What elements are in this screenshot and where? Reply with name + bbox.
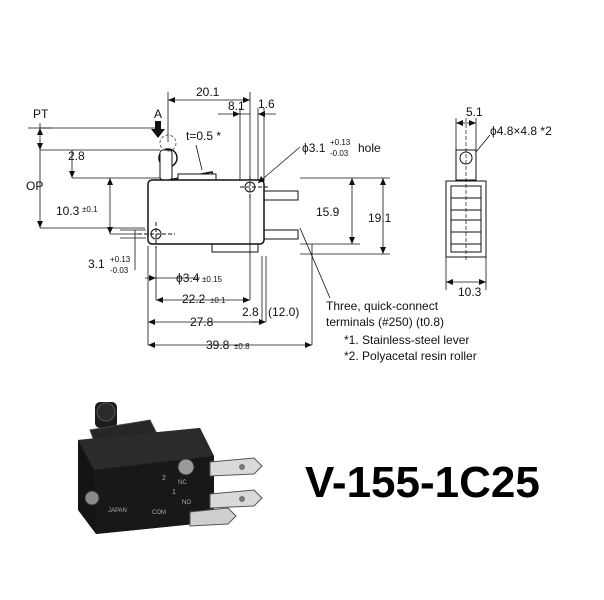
photo-mark-japan: JAPAN	[108, 508, 127, 514]
label-2-8-bottom: 2.8	[242, 305, 259, 319]
label-hole-word: hole	[358, 141, 381, 155]
side-view	[445, 118, 491, 290]
tol-10-3: ±0.1	[82, 205, 98, 214]
label-8-1: 8.1	[228, 99, 245, 113]
note-line-4: *2. Polyacetal resin roller	[344, 349, 477, 363]
label-hole-tol-plus: +0.13	[330, 138, 351, 147]
label-22-2: 22.2	[182, 292, 206, 306]
model-number: V-155-1C25	[305, 458, 540, 507]
note-line-3: *1. Stainless-steel lever	[344, 333, 469, 347]
label-27-8: 27.8	[190, 315, 214, 329]
note-line-1: Three, quick-connect	[326, 299, 439, 313]
label-a: A	[154, 107, 162, 121]
label-3-1-tol-plus: +0.13	[110, 255, 131, 264]
photo-mark-1: 1	[172, 489, 176, 496]
label-5-1: 5.1	[466, 105, 483, 119]
label-op: OP	[26, 179, 43, 193]
label-1-6: 1.6	[258, 97, 275, 111]
label-20-1: 20.1	[196, 85, 220, 99]
label-hole-tol-minus: -0.03	[330, 149, 349, 158]
tol-22-2: ±0.1	[210, 296, 226, 305]
photo-mark-nc: NC	[178, 480, 187, 486]
label-39-8: 39.8	[206, 338, 230, 352]
note-line-2: terminals (#250) (t0.8)	[326, 315, 444, 329]
label-3-1-left: 3.1	[88, 257, 105, 271]
photo-mark-no: NO	[182, 500, 191, 506]
tol-39-8: ±0.8	[234, 342, 250, 351]
label-10-3-left: 10.3	[56, 204, 80, 218]
label-hole-main: ϕ3.1	[302, 141, 326, 155]
label-pt: PT	[33, 107, 49, 121]
label-3-1-tol-minus: -0.03	[110, 266, 129, 275]
label-4-8: ϕ4.8×4.8 *2	[490, 124, 552, 138]
label-t: t=0.5 *	[186, 129, 221, 143]
dimension-text: PT OP A t=0.5 * 20.1 8.1 1.6 2.8 10.3 ±0…	[26, 85, 477, 363]
arrowheads	[37, 97, 386, 348]
side-view-text: 5.1 ϕ4.8×4.8 *2 10.3	[458, 105, 552, 299]
tol-3-4: ±0.15	[202, 275, 223, 284]
photo-mark-2: 2	[162, 475, 166, 482]
photo-mark-com: COM	[152, 510, 166, 516]
label-10-3-side: 10.3	[458, 285, 482, 299]
label-3-4: ϕ3.4	[176, 271, 200, 285]
label-2-8-top: 2.8	[68, 149, 85, 163]
dimension-lines	[28, 92, 390, 346]
switch-photo: 2 1 NC NO COM JAPAN	[78, 402, 263, 534]
side-view-arrows	[446, 120, 486, 285]
label-15-9: 15.9	[316, 205, 340, 219]
label-12-0: (12.0)	[268, 305, 299, 319]
front-view	[138, 121, 299, 253]
label-19-1: 19.1	[368, 211, 392, 225]
